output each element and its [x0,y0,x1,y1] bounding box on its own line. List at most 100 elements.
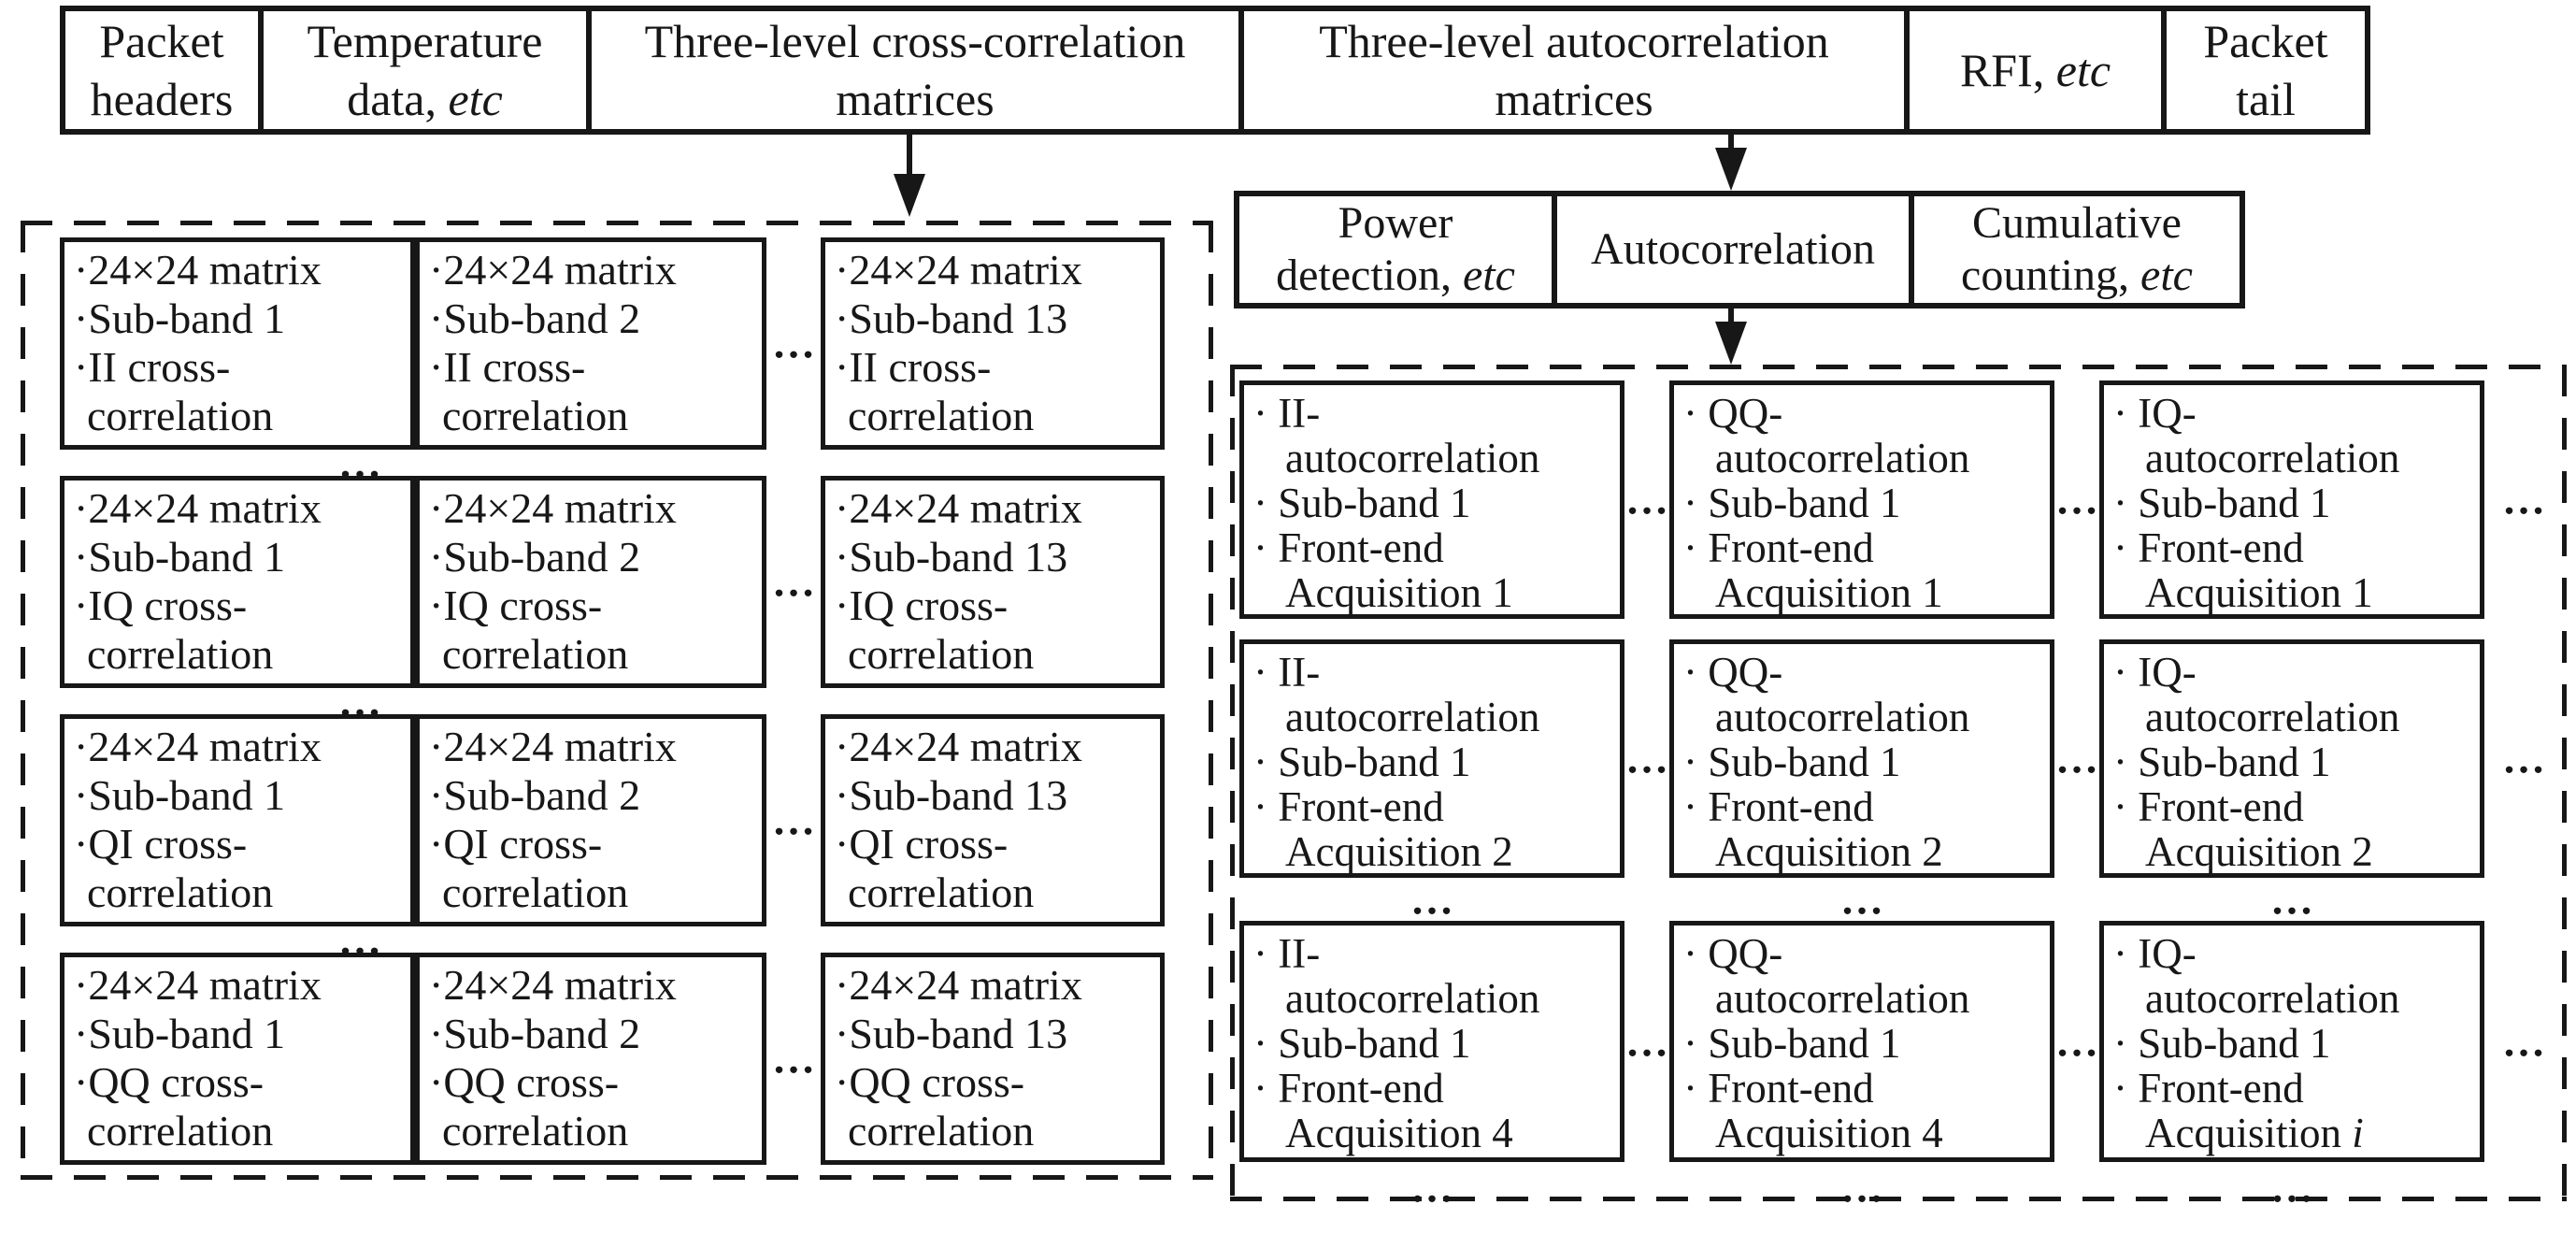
box-cross-QQ-subband-1: ·24×24 matrix·Sub-band 1·QQ cross-correl… [60,953,415,1165]
text-line: · Sub-band 1 [1253,1020,1471,1067]
text-line: matrices [836,73,995,125]
text-line: counting, etc [1961,251,2193,300]
text-line: · Sub-band 1 [1683,739,1901,785]
packet-cell-cross-correlation-matrices: Three-level cross-correlation matrices [586,6,1244,135]
cross-dashed-frame-top-edge [21,221,1213,225]
box-cross-QI-subband-1: ·24×24 matrix·Sub-band 1·QI cross-correl… [60,714,415,926]
ellipsis-dots: … [772,319,815,367]
text-line: Acquisition 1 [2145,569,2373,616]
text-line: Three-level cross-correlation [644,15,1186,67]
text-line: ·24×24 matrix [74,246,322,294]
ellipsis-dots: … [2502,475,2545,524]
box-cross-IQ-subband-1: ·24×24 matrix·Sub-band 1·IQ cross-correl… [60,476,415,688]
text-line: ·IQ cross- [74,581,248,629]
text-line: correlation [87,392,274,439]
text-line: Acquisition i [2145,1110,2364,1156]
text-line: ·Sub-band 13 [835,771,1068,819]
ellipsis-dots: … [1625,1017,1668,1066]
box-auto-II-acq-2: · II-autocorrelation· Sub-band 1· Front-… [1239,639,1624,878]
text-line: ·II cross- [429,343,586,391]
text-line: correlation [87,868,274,916]
arrow-to-process-row-shaft [1728,135,1734,153]
box-cross-IQ-subband-13: ·24×24 matrix·Sub-band 13·IQ cross-corre… [821,476,1165,688]
cross-dashed-frame-left-edge [21,221,25,1180]
ellipsis-dots: … [2502,1017,2545,1066]
text-line: ·24×24 matrix [429,961,677,1009]
text-line: ·II cross- [835,343,992,391]
text-line: autocorrelation [1715,435,1970,481]
ellipsis-dots: … [1410,1163,1453,1212]
text-line: correlation [848,392,1035,439]
text-line: · II- [1253,930,1321,977]
text-line: ·QQ cross- [74,1058,265,1106]
ellipsis-dots: … [2055,1017,2098,1066]
arrow-to-process-row-head [1715,148,1747,191]
text-line: Acquisition 1 [1285,569,1513,616]
text-line: · Front-end [2113,783,2304,830]
text-line: Autocorrelation [1591,224,1875,274]
text-line: · Front-end [1253,524,1444,571]
text-line: correlation [442,392,629,439]
box-cross-QI-subband-13: ·24×24 matrix·Sub-band 13·QI cross-corre… [821,714,1165,926]
text-line: · Sub-band 1 [2113,739,2331,785]
text-line: ·24×24 matrix [835,723,1082,770]
text-line: · Sub-band 1 [2113,1020,2331,1067]
packet-cell-rfi: RFI, etc [1904,6,2167,135]
text-line: autocorrelation [2145,694,2400,740]
text-line: ·Sub-band 2 [429,771,641,819]
text-line: ·24×24 matrix [74,484,322,532]
arrow-to-cross-grid-shaft [907,135,912,179]
text-line: ·Sub-band 1 [74,294,286,342]
text-line: autocorrelation [2145,435,2400,481]
text-line: ·QI cross- [74,820,248,868]
text-line: Temperature [307,15,543,67]
cross-dashed-frame [21,221,1213,1180]
box-auto-QQ-acq-1: · QQ-autocorrelation· Sub-band 1· Front-… [1669,380,2054,619]
text-line: ·QQ cross- [835,1058,1025,1106]
text-line: · II- [1253,390,1321,437]
text-line: matrices [1495,73,1653,125]
text-line: ·24×24 matrix [835,484,1082,532]
box-cross-QQ-subband-13: ·24×24 matrix·Sub-band 13·QQ cross-corre… [821,953,1165,1165]
text-line: ·Sub-band 13 [835,1010,1068,1057]
text-line: Packet [2203,15,2328,67]
auto-dashed-frame-right-edge [2562,365,2567,1201]
box-auto-QQ-acq-2: · QQ-autocorrelation· Sub-band 1· Front-… [1669,639,2054,878]
text-line: Acquisition 4 [1285,1110,1513,1156]
text-line: correlation [87,630,274,678]
text-line: · IQ- [2113,649,2197,696]
box-auto-II-acq-4: · II-autocorrelation· Sub-band 1· Front-… [1239,921,1624,1162]
text-line: Three-level autocorrelation [1319,15,1829,67]
box-auto-IQ-acq-i: · IQ-autocorrelation· Sub-band 1· Front-… [2099,921,2484,1162]
box-auto-QQ-acq-4: · QQ-autocorrelation· Sub-band 1· Front-… [1669,921,2054,1162]
text-line: correlation [848,630,1035,678]
text-line: Cumulative [1972,198,2182,248]
text-line: RFI, etc [1959,44,2111,96]
text-line: Packet [99,15,224,67]
text-line: ·24×24 matrix [74,961,322,1009]
packet-cell-packet-tail: Packet tail [2161,6,2370,135]
text-line: correlation [442,630,629,678]
ellipsis-dots: … [2055,475,2098,524]
text-line: Acquisition 1 [1715,569,1943,616]
text-line: · QQ- [1683,649,1783,696]
text-line: Acquisition 2 [1285,828,1513,875]
text-line: ·QQ cross- [429,1058,620,1106]
ellipsis-dots: … [1840,875,1883,924]
text-line: ·IQ cross- [835,581,1009,629]
text-line: autocorrelation [1285,975,1540,1022]
text-line: autocorrelation [1715,975,1970,1022]
text-line: · IQ- [2113,930,2197,977]
text-line: autocorrelation [2145,975,2400,1022]
ellipsis-dots: … [338,915,381,964]
text-line: · Sub-band 1 [1683,1020,1901,1067]
box-cross-QI-subband-2: ·24×24 matrix·Sub-band 2·QI cross-correl… [415,714,766,926]
text-line: · Sub-band 1 [1683,480,1901,526]
text-line: tail [2236,73,2296,125]
ellipsis-dots: … [2270,1163,2313,1212]
text-line: correlation [848,1107,1035,1155]
ellipsis-dots: … [338,438,381,487]
ellipsis-dots: … [2270,875,2313,924]
